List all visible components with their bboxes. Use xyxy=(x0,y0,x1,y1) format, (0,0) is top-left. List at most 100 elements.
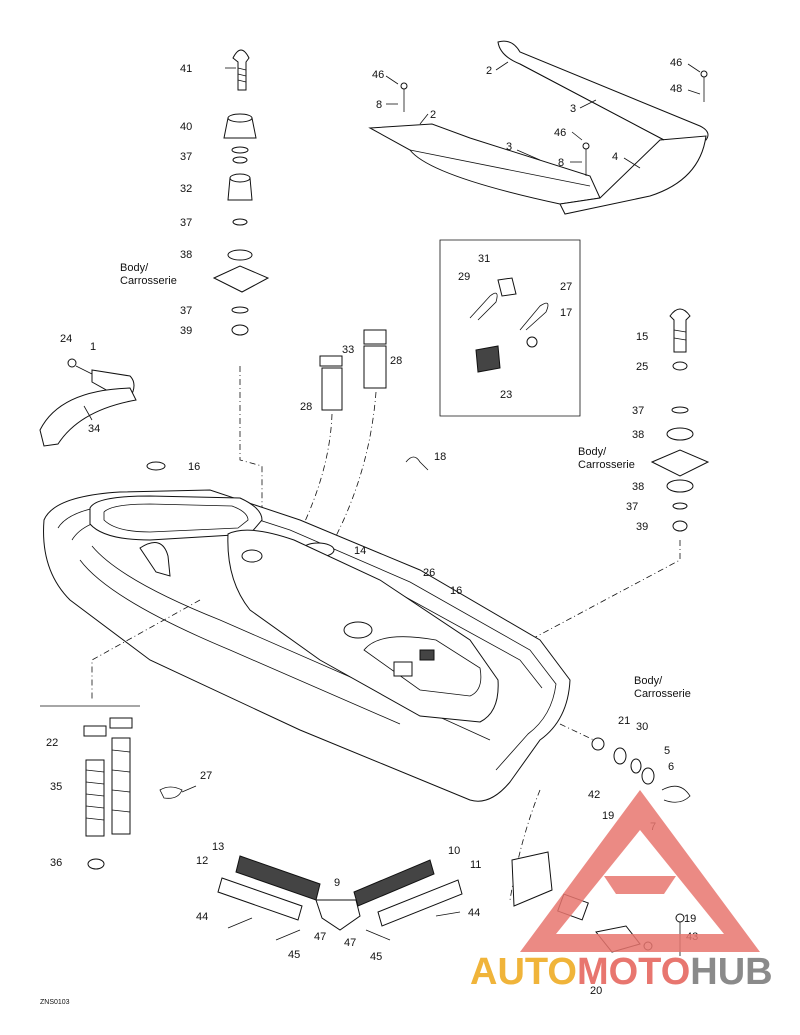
callout-19: 19 xyxy=(684,913,696,925)
callout-13: 13 xyxy=(212,841,224,853)
ring-36 xyxy=(87,858,105,870)
washer-38a xyxy=(227,249,253,261)
nut-39a xyxy=(231,324,249,336)
hose-28b xyxy=(363,345,387,389)
callout-47: 47 xyxy=(344,937,356,949)
callout-32: 32 xyxy=(180,183,192,195)
callout-46: 46 xyxy=(554,127,566,139)
callout-2: 2 xyxy=(486,65,492,77)
clip-23 xyxy=(475,345,501,373)
handle-34 xyxy=(39,387,137,447)
washer-37c xyxy=(232,218,248,226)
nut-25 xyxy=(672,361,688,371)
callout-15: 15 xyxy=(636,331,648,343)
body-label-lower-2: Carrosserie xyxy=(634,688,691,700)
callout-10: 10 xyxy=(448,845,460,857)
washer-38b xyxy=(666,427,694,441)
callout-3: 3 xyxy=(506,141,512,153)
callout-6: 6 xyxy=(668,761,674,773)
callout-36: 36 xyxy=(50,857,62,869)
callout-17: 17 xyxy=(560,307,572,319)
tie-27b xyxy=(159,786,183,799)
washer-37f xyxy=(671,406,689,414)
callout-19: 19 xyxy=(602,810,614,822)
trim-strap-lower xyxy=(368,123,601,205)
washer-37g xyxy=(672,502,688,510)
callout-1: 1 xyxy=(90,341,96,353)
callout-38: 38 xyxy=(180,249,192,261)
callout-27: 27 xyxy=(200,770,212,782)
callout-44: 44 xyxy=(196,911,208,923)
callout-33: 33 xyxy=(342,344,354,356)
bolt-41 xyxy=(232,49,250,91)
hose-35 xyxy=(85,759,105,837)
trim-strips xyxy=(217,855,463,941)
trim-strap-upper xyxy=(497,40,709,141)
cap-28b xyxy=(363,329,387,345)
drain-plate xyxy=(511,851,553,907)
callout-37: 37 xyxy=(180,151,192,163)
callout-34: 34 xyxy=(88,423,100,435)
callout-44: 44 xyxy=(468,907,480,919)
watermark-triangle xyxy=(520,790,760,952)
callout-42: 42 xyxy=(588,789,600,801)
body-label-left-2: Carrosserie xyxy=(120,275,177,287)
filler-hoses xyxy=(299,329,429,541)
callout-8: 8 xyxy=(558,157,564,169)
callout-39: 39 xyxy=(180,325,192,337)
callout-28: 28 xyxy=(390,355,402,367)
nut-21 xyxy=(591,737,605,751)
hose-28a xyxy=(321,367,343,411)
callout-37: 37 xyxy=(632,405,644,417)
trim-body-4 xyxy=(559,135,707,215)
washer-37d xyxy=(231,306,249,314)
callout-35: 35 xyxy=(50,781,62,793)
callout-labels: 41 40 37 32 37 38 Body/ Carrosserie 37 3… xyxy=(40,57,698,1006)
callout-21: 21 xyxy=(618,715,630,727)
body-label-left-1: Body/ xyxy=(120,262,149,274)
bolt-15 xyxy=(669,308,691,353)
mount-stack-left xyxy=(212,49,270,520)
hull-body xyxy=(43,461,571,802)
callout-5: 5 xyxy=(664,745,670,757)
callout-4: 4 xyxy=(612,151,618,163)
callout-46: 46 xyxy=(372,69,384,81)
callout-18: 18 xyxy=(434,451,446,463)
callout-27: 27 xyxy=(560,281,572,293)
body-label-right-1: Body/ xyxy=(578,446,607,458)
strip-12 xyxy=(217,877,303,921)
footwell xyxy=(91,545,491,741)
callout-29: 29 xyxy=(458,271,470,283)
callout-16: 16 xyxy=(188,461,200,473)
callout-2: 2 xyxy=(430,109,436,121)
clamp-18 xyxy=(405,456,429,471)
callout-37: 37 xyxy=(180,217,192,229)
callout-47: 47 xyxy=(314,931,326,943)
watermark-logo: AUTOMOTOHUB xyxy=(470,790,773,993)
callout-26: 26 xyxy=(423,567,435,579)
callout-25: 25 xyxy=(636,361,648,373)
callout-16: 16 xyxy=(450,585,462,597)
body-plate-b xyxy=(650,449,710,477)
callout-9: 9 xyxy=(334,877,340,889)
callout-48: 48 xyxy=(670,83,682,95)
callout-31: 31 xyxy=(478,253,490,265)
callout-23: 23 xyxy=(500,389,512,401)
screw-17 xyxy=(526,336,538,348)
svg-text:AUTOMOTOHUB: AUTOMOTOHUB xyxy=(470,951,773,993)
grab-handle xyxy=(39,358,137,447)
callout-11: 11 xyxy=(470,859,481,871)
corner-9 xyxy=(315,899,361,931)
watermark-auto: AUTO xyxy=(470,951,577,993)
mount-stack-right xyxy=(469,308,710,673)
callout-38: 38 xyxy=(632,429,644,441)
callout-37: 37 xyxy=(626,501,638,513)
callout-3: 3 xyxy=(570,103,576,115)
watermark-moto: MOTO xyxy=(577,951,690,993)
callout-40: 40 xyxy=(180,121,192,133)
callout-28: 28 xyxy=(300,401,312,413)
diagram-code: ZNS0103 xyxy=(40,999,70,1006)
callout-39: 39 xyxy=(636,521,648,533)
clip-inset xyxy=(439,239,581,417)
callout-12: 12 xyxy=(196,855,208,867)
